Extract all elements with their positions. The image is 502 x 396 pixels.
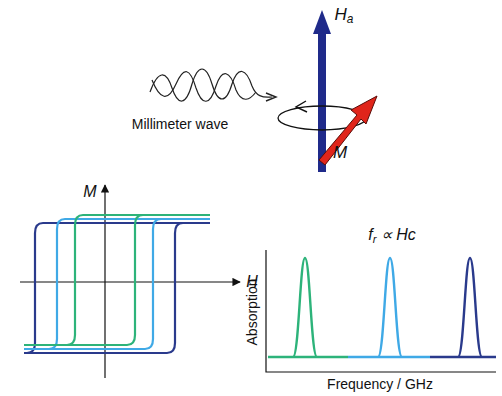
wave-label: Millimeter wave [132,117,228,131]
magnetization-label: M [333,144,347,161]
millimeter-wave [150,69,276,101]
hysteresis-loops [24,215,210,353]
axis-title: Frequency / GHz [327,377,433,391]
spectrum-axes [266,250,496,372]
axis-title: Absorption [245,279,259,346]
hysteresis-axes [20,185,240,378]
axis-label: M [83,184,96,200]
field-label: Ha [335,6,354,26]
applied-field-arrow [313,10,331,172]
magnetization-arrow [319,96,377,165]
absorption-peaks [268,258,496,357]
relation-label: fr ∝ Hc [368,227,416,245]
